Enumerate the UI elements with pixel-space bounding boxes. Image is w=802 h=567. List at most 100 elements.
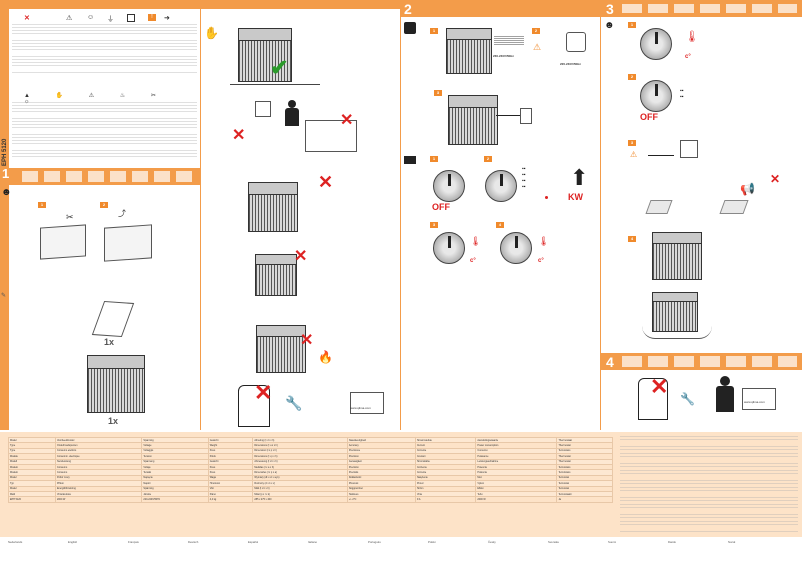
language-item: English (68, 540, 78, 544)
c4-socket-illustration (680, 140, 698, 158)
table-cell: Ja (556, 496, 613, 503)
col-divider-3 (600, 0, 601, 430)
heater-quantity: 1x (108, 416, 119, 426)
arrow-icon: ➜ (164, 15, 170, 22)
op-step-2-label: 2 (484, 156, 492, 162)
c4-step-1-label: 1 (628, 22, 636, 28)
col2-header (200, 0, 400, 9)
kw-label: KW (568, 192, 583, 202)
voltage-label-right: 220-240V/50Hz (560, 62, 581, 66)
section-3-header-text (622, 4, 797, 13)
language-item: Suomi (608, 540, 616, 544)
top-left-header (9, 0, 200, 9)
model-label: EPH 5120 (2, 138, 8, 166)
c3-step-3-label: 3 (434, 90, 442, 96)
service-cross-icon: ✕ (650, 374, 669, 399)
plug-icon: ⏚ (107, 16, 114, 23)
celsius-label-1: c° (470, 258, 476, 264)
heater-correct-placement (238, 28, 292, 82)
c3-step-1-label: 1 (430, 28, 438, 34)
section-3-face-icon: ☻ (604, 20, 615, 31)
c4-step-4-label: 4 (628, 236, 636, 242)
open-arrow-icon: ⤴ (118, 209, 126, 218)
table-cell: 285 x 275 x 400 (252, 496, 348, 503)
checkmark-icon: ✔ (270, 55, 289, 80)
warning-sign-icon: ⚠ (66, 15, 73, 22)
storage-bag-outline (642, 326, 712, 339)
language-item: Français (128, 540, 139, 544)
water-cross-icon: ✕ (770, 172, 781, 186)
section-3-number: 3 (606, 1, 614, 17)
wall-plug-illustration (520, 108, 532, 124)
wrench-icon: 🔧 (285, 395, 303, 411)
c4-step-2-label: 2 (628, 74, 636, 80)
c4-caution-icon: ⚠ (630, 150, 638, 159)
step-2-label: 2 (100, 202, 108, 208)
section-2-bar (400, 0, 600, 17)
off-label-1: OFF (432, 202, 450, 212)
knob-power (485, 170, 517, 202)
vacuum-icon: 📢 (740, 182, 755, 196)
language-item: Česky (488, 540, 496, 544)
cover-cross-icon: ✕ (318, 172, 334, 192)
section-4-header-text (622, 356, 797, 367)
status-dot (545, 196, 548, 199)
minus-plus-icon: ▪▪▪▪ (680, 88, 684, 100)
op-step-3-label: 3 (430, 222, 438, 228)
wall-socket-panel (255, 101, 271, 117)
service-wrench-icon: 🔧 (680, 392, 695, 406)
open-box-illustration (104, 224, 152, 262)
plug-step-icon (404, 22, 416, 34)
hand-warning-icon: ✋ (204, 26, 219, 40)
service-mechanic (638, 378, 668, 420)
box-icon (127, 14, 135, 22)
info-face-icon: ☻ (1, 187, 12, 198)
language-item: Svenska (548, 540, 559, 544)
mechanic-figure (238, 385, 270, 427)
website-label-2: www.qlima.com (744, 400, 765, 404)
section-1-number: 1 (2, 166, 10, 181)
curtain-cross-icon: ✕ (300, 332, 314, 349)
heater-plugged (448, 95, 498, 145)
wrench-hint-icon: ✎ (1, 293, 7, 299)
service-laptop (742, 388, 776, 410)
caution-icon: ⚠ (533, 42, 542, 52)
wall-distance-cross-icon: ✕ (294, 248, 308, 265)
wipe-cloth (719, 200, 749, 214)
heater-unpacked (446, 28, 492, 74)
table-cell: 2000 W (54, 496, 143, 503)
warning-grid: ✕ ⚠ ☺ ⏚ ! ➜ ▲ ✋ ⚠ ♨ ✂ ☼ (12, 12, 197, 162)
fire-icon: 🔥 (318, 350, 333, 364)
celsius-label-3: c° (685, 54, 691, 60)
power-levels-icon: ▪▪▪▪▪▪▪▪ (522, 166, 526, 190)
vent-grille (494, 36, 524, 46)
knob-off (433, 170, 465, 202)
table-cell: EPH 5120 (8, 496, 56, 503)
cleaning-cloth (645, 200, 673, 214)
celsius-label-2: c° (538, 258, 544, 264)
heater-covered (248, 182, 298, 232)
language-item: Italiano (308, 540, 318, 544)
manual-quantity: 1x (104, 337, 115, 347)
warning-cross-icon: ✕ (24, 15, 30, 22)
left-orange-strip (0, 0, 9, 430)
heater-near-wall (255, 254, 297, 296)
language-item: Deutsch (188, 540, 199, 544)
off-label-2: OFF (640, 112, 658, 122)
table-cell: 220-240V/50Hz (141, 496, 209, 503)
table-cell: +/- 2°C (346, 496, 416, 503)
person-figure (285, 100, 299, 135)
voltage-label-left: 230-240V/50Hz (493, 54, 514, 58)
manual-illustration (91, 300, 135, 338)
socket-cross-icon: ✕ (232, 127, 246, 144)
heater-in-bag (652, 292, 698, 332)
language-item: Norsk (728, 540, 736, 544)
step-1-label: 1 (38, 202, 46, 208)
power-cord (496, 115, 524, 116)
bathroom-cross-icon: ✕ (340, 112, 354, 129)
